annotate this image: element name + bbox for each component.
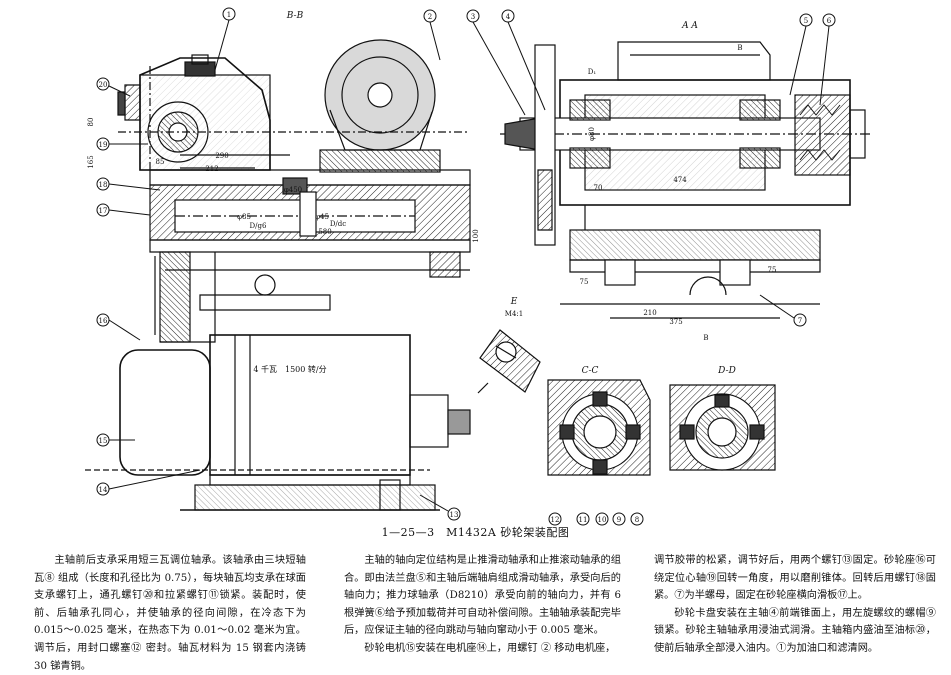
dim-85: 85	[156, 158, 165, 166]
view-aa	[500, 41, 870, 319]
dim-212: 212	[205, 165, 218, 173]
arrow-b-bottom: B	[703, 334, 708, 342]
paragraph-motor-mount: 砂轮电机⑮安装在电机座⑭上，用螺钉 ② 移动电机座，	[364, 642, 616, 654]
detail-e-scale: M4:1	[505, 310, 523, 318]
text-column-3: 调节胶带的松紧，调节好后，用两个螺钉⑬固定。砂轮座⑯可绕定位心轴⑲回转一角度，用…	[654, 552, 936, 658]
callout-18: 18	[99, 181, 108, 189]
view-bb	[117, 39, 471, 343]
dim-d-g6: D/g6	[250, 222, 267, 230]
callout-12: 12	[551, 516, 560, 524]
dim-phi450: φ450	[284, 186, 302, 194]
view-dd	[669, 384, 776, 471]
dim-phi80: φ80	[588, 127, 596, 141]
motor-nameplate: 4 千瓦 1500 转/分	[253, 364, 326, 374]
callout-19: 19	[99, 141, 108, 149]
section-dd-title: D-D	[717, 366, 736, 376]
section-bb-title: B-B	[286, 11, 304, 21]
callout-15: 15	[99, 437, 108, 445]
callout-10: 10	[598, 516, 607, 524]
dim-100: 100	[472, 229, 480, 242]
callout-20: 20	[99, 81, 108, 89]
callout-17: 17	[99, 207, 108, 215]
section-aa-title: A A	[681, 21, 698, 31]
dim-165: 165	[87, 155, 95, 168]
callout-4: 4	[506, 13, 511, 21]
dim-70: 70	[594, 184, 603, 192]
callout-16: 16	[99, 317, 108, 325]
dim-474: 474	[673, 176, 687, 184]
view-e	[477, 329, 541, 394]
arrow-b-top: B	[737, 44, 742, 52]
assembly-drawing: B-B A A E M4:1 C-C D-D 1 2 3 4 5 6 7 8 9…	[85, 7, 870, 526]
dim-d1: D₁	[588, 68, 597, 76]
callout-9: 9	[617, 516, 621, 524]
dim-375: 375	[669, 318, 682, 326]
paragraph-wheel-chuck: 砂轮卡盘安装在主轴④前端锥面上，用左旋螺纹的螺帽⑨锁紧。砂轮主轴轴承用浸油式润滑…	[654, 607, 936, 654]
dim-75-left: 75	[580, 278, 589, 286]
section-cc-title: C-C	[582, 366, 599, 376]
dim-580: 580	[318, 228, 331, 236]
callout-5: 5	[804, 17, 808, 25]
text-column-2: 主轴的轴向定位结构是止推滑动轴承和止推滚动轴承的组合。即由法兰盘⑤和主轴后端轴肩…	[344, 552, 621, 658]
callout-7: 7	[798, 317, 802, 325]
callout-13: 13	[450, 511, 459, 519]
dim-210: 210	[643, 309, 656, 317]
figure-caption: 1—25—3 M1432A 砂轮架装配图	[381, 526, 570, 539]
text-column-1: 主轴前后支承采用短三瓦调位轴承。该轴承由三块短轴瓦⑧ 组成（长度和孔径比为 0.…	[34, 552, 306, 675]
callout-14: 14	[99, 486, 108, 494]
paragraph-axial-positioning: 主轴的轴向定位结构是止推滑动轴承和止推滚动轴承的组合。即由法兰盘⑤和主轴后端轴肩…	[344, 555, 621, 637]
paragraph-bearings: 主轴前后支承采用短三瓦调位轴承。该轴承由三块短轴瓦⑧ 组成（长度和孔径比为 0.…	[34, 555, 306, 672]
dim-75-right: 75	[768, 266, 777, 274]
view-motor	[85, 334, 471, 511]
view-cc	[547, 379, 651, 476]
callout-2: 2	[428, 13, 432, 21]
callout-8: 8	[635, 516, 639, 524]
dim-d-dc: D/dc	[330, 220, 346, 228]
callout-6: 6	[827, 17, 832, 25]
paragraph-belt-adjust: 调节胶带的松紧，调节好后，用两个螺钉⑬固定。砂轮座⑯可绕定位心轴⑲回转一角度，用…	[654, 555, 936, 602]
callout-3: 3	[471, 13, 475, 21]
dim-phi45: φ45	[315, 213, 329, 221]
callout-11: 11	[579, 516, 588, 524]
dim-290: 290	[215, 152, 228, 160]
callout-1: 1	[227, 11, 231, 19]
dim-80: 80	[87, 118, 95, 127]
dim-phi85: φ85	[237, 213, 251, 221]
detail-e-title: E	[510, 297, 518, 307]
